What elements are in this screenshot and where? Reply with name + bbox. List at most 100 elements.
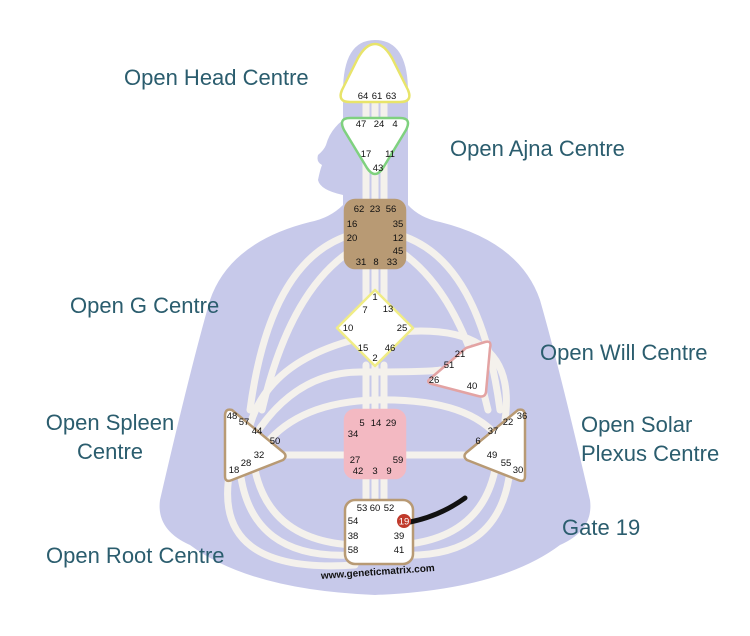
gate-ajna-3: 17 bbox=[361, 149, 372, 160]
gate-g-7: 2 bbox=[372, 353, 377, 364]
gate-will-2: 26 bbox=[429, 375, 440, 386]
gate-throat-3: 16 bbox=[347, 219, 358, 230]
solar-plexus-centre bbox=[463, 408, 527, 483]
channel-13 bbox=[258, 246, 356, 414]
gate-head-0: 64 bbox=[358, 91, 369, 102]
gate-spleen-0: 48 bbox=[227, 411, 238, 422]
label-gate-19: Gate 19 bbox=[562, 515, 641, 540]
gate-ajna-2: 4 bbox=[392, 119, 397, 130]
label-spleen-line1: Open Spleen bbox=[45, 410, 175, 435]
gate-sacral-0: 5 bbox=[359, 418, 364, 429]
gate-19-number: 19 bbox=[399, 517, 410, 528]
label-solar-line1: Open Solar bbox=[581, 412, 693, 437]
gate-sacral-8: 9 bbox=[386, 466, 391, 477]
channel-16 bbox=[251, 466, 356, 549]
channel-18 bbox=[394, 466, 499, 549]
gate-root-6: 39 bbox=[394, 531, 405, 542]
gate-g-0: 1 bbox=[372, 292, 377, 303]
gate-root-0: 53 bbox=[357, 503, 368, 514]
gate-sacral-1: 14 bbox=[371, 418, 382, 429]
gate-root-8: 41 bbox=[394, 545, 405, 556]
g-centre bbox=[335, 288, 415, 368]
gate-g-5: 15 bbox=[358, 343, 369, 354]
label-solar-plexus-centre: Open Solar Plexus Centre bbox=[581, 410, 719, 468]
gate-root-2: 52 bbox=[384, 503, 395, 514]
gate-head-1: 61 bbox=[372, 91, 383, 102]
gate-ajna-4: 11 bbox=[385, 149, 395, 160]
label-spleen-centre: Open Spleen Centre bbox=[35, 408, 185, 466]
gate-solar-5: 55 bbox=[501, 458, 512, 469]
channel-24 bbox=[261, 396, 504, 449]
gate-19-activation-line bbox=[407, 495, 468, 525]
gate-solar-3: 6 bbox=[475, 436, 480, 447]
gate-solar-4: 49 bbox=[487, 450, 498, 461]
gate-throat-4: 35 bbox=[393, 219, 404, 230]
channel-23 bbox=[256, 366, 444, 432]
gate-g-6: 46 bbox=[385, 343, 396, 354]
label-solar-line2: Plexus Centre bbox=[581, 441, 720, 466]
gate-throat-6: 20 bbox=[347, 233, 358, 244]
gate-g-4: 25 bbox=[397, 323, 408, 334]
gate-throat-5: 12 bbox=[393, 233, 404, 244]
gate-g-1: 7 bbox=[362, 305, 367, 316]
gate-g-3: 10 bbox=[343, 323, 354, 334]
gate-spleen-2: 44 bbox=[252, 426, 263, 437]
label-spleen-line2: Centre bbox=[76, 439, 144, 464]
gate-sacral-6: 42 bbox=[353, 466, 364, 477]
channels bbox=[224, 96, 514, 570]
gate-throat-1: 23 bbox=[370, 204, 381, 215]
gate-throat-9: 8 bbox=[373, 257, 378, 268]
gate-sacral-5: 59 bbox=[393, 455, 404, 466]
will-centre bbox=[427, 340, 492, 398]
gate-spleen-3: 50 bbox=[270, 436, 281, 447]
channel-17 bbox=[236, 466, 356, 559]
root-centre bbox=[343, 498, 415, 566]
channel-14 bbox=[396, 231, 504, 414]
gate-g-2: 13 bbox=[383, 304, 394, 315]
gate-throat-7: 45 bbox=[393, 246, 404, 257]
gate-19-dot bbox=[397, 514, 411, 528]
label-ajna-centre: Open Ajna Centre bbox=[450, 136, 625, 161]
throat-centre bbox=[343, 198, 407, 270]
gate-root-1: 60 bbox=[370, 503, 381, 514]
gate-throat-2: 56 bbox=[386, 204, 397, 215]
gate-solar-0: 36 bbox=[517, 411, 528, 422]
gate-will-3: 40 bbox=[467, 381, 478, 392]
centres bbox=[223, 42, 527, 566]
gate-ajna-1: 24 bbox=[374, 119, 385, 130]
channel-12 bbox=[246, 231, 354, 414]
gate-sacral-4: 27 bbox=[350, 455, 361, 466]
gate-spleen-1: 57 bbox=[239, 417, 250, 428]
gate-will-0: 21 bbox=[455, 349, 466, 360]
label-will-centre: Open Will Centre bbox=[540, 340, 708, 365]
gate-spleen-4: 32 bbox=[254, 450, 265, 461]
gate-ajna-0: 47 bbox=[356, 119, 367, 130]
gate-spleen-6: 18 bbox=[229, 465, 240, 476]
label-g-centre: Open G Centre bbox=[70, 293, 220, 318]
gate-solar-6: 30 bbox=[513, 465, 524, 476]
gate-sacral-7: 3 bbox=[372, 466, 377, 477]
gate-throat-0: 62 bbox=[354, 204, 365, 215]
label-root-centre: Open Root Centre bbox=[46, 543, 225, 568]
gate-root-3: 54 bbox=[348, 516, 359, 527]
gate-spleen-5: 28 bbox=[241, 458, 252, 469]
ajna-centre bbox=[340, 116, 410, 176]
gate-solar-2: 37 bbox=[488, 426, 499, 437]
gate-solar-1: 22 bbox=[503, 417, 514, 428]
gate-root-7: 58 bbox=[348, 545, 359, 556]
spleen-centre bbox=[223, 408, 287, 483]
channel-20 bbox=[224, 466, 359, 570]
gate-throat-8: 31 bbox=[356, 257, 367, 268]
label-head-centre: Open Head Centre bbox=[124, 65, 309, 90]
gate-will-1: 51 bbox=[444, 360, 455, 371]
gate-sacral-3: 34 bbox=[348, 429, 359, 440]
head-centre bbox=[339, 42, 411, 104]
gate-head-2: 63 bbox=[386, 91, 397, 102]
gate-root-5: 38 bbox=[348, 531, 359, 542]
channel-19 bbox=[394, 466, 514, 559]
gate-sacral-2: 29 bbox=[386, 418, 397, 429]
sacral-centre bbox=[343, 408, 407, 480]
gate-ajna-5: 43 bbox=[373, 163, 384, 174]
